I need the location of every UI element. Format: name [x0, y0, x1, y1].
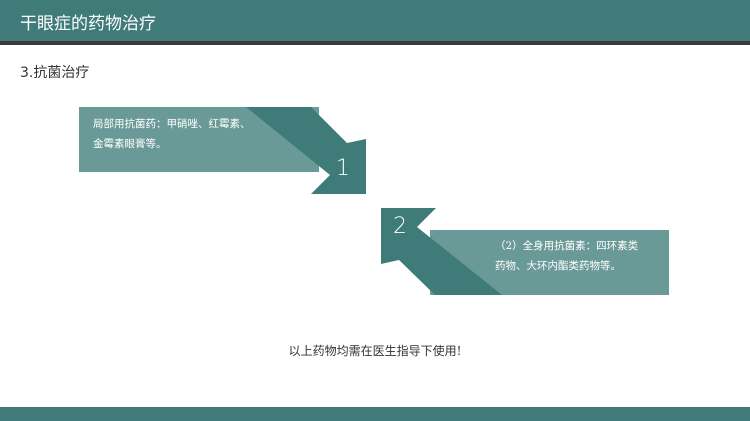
- step1-arrow: [246, 107, 366, 194]
- page-title: 干眼症的药物治疗: [20, 14, 156, 34]
- step2-number: 2: [393, 214, 407, 239]
- step2-line1: （2）全身用抗菌素：四环素类: [495, 240, 639, 252]
- section-title: 3.抗菌治疗: [20, 65, 90, 81]
- header-divider: [0, 41, 750, 45]
- step1-line1: 局部用抗菌药：甲硝唑、红霉素、: [93, 118, 251, 130]
- step2-line2: 药物、大环内酯类药物等。: [495, 260, 621, 272]
- step1-line2: 金霉素眼膏等。: [93, 138, 167, 150]
- step2-arrow: [381, 208, 502, 295]
- header-bar: 干眼症的药物治疗: [0, 0, 750, 41]
- step1-number: 1: [336, 156, 350, 181]
- usage-note: 以上药物均需在医生指导下使用!: [288, 344, 462, 358]
- step1-description: 局部用抗菌药：甲硝唑、红霉素、 金霉素眼膏等。: [93, 114, 268, 154]
- step2-description: （2）全身用抗菌素：四环素类 药物、大环内酯类药物等。: [495, 236, 665, 276]
- footer-bar: [0, 407, 750, 421]
